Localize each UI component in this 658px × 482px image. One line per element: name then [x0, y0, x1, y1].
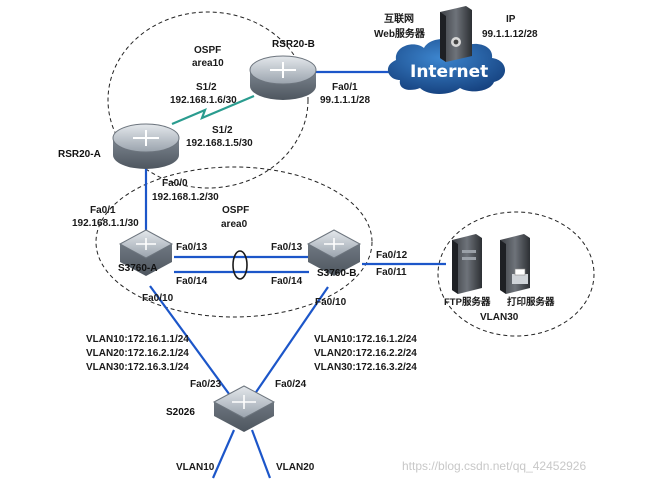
switch-arrows-icon: [232, 395, 256, 409]
label-s3760b-fa011: Fa0/11: [376, 267, 407, 278]
internet-cloud-icon: [387, 39, 506, 94]
label-area10: area10: [192, 58, 224, 69]
label-s3760b-vlan30-ip: VLAN30:172.16.3.2/24: [314, 362, 417, 373]
label-s3760b-fa013: Fa0/13: [271, 242, 303, 253]
label-s2026-fa024: Fa0/24: [275, 379, 307, 390]
vlan30-server-group-boundary: [437, 211, 595, 337]
label-server-ip: 99.1.1.12/28: [482, 29, 538, 40]
label-s3760b-fa012: Fa0/12: [376, 250, 408, 261]
label-s3760b-vlan10-ip: VLAN10:172.16.1.2/24: [314, 334, 417, 345]
label-internet: Internet: [410, 62, 488, 82]
switch-arrows-icon: [136, 238, 156, 250]
label-rsr20a-s12-name: S1/2: [212, 125, 233, 136]
label-area0: area0: [221, 219, 248, 230]
label-s3760a-fa013: Fa0/13: [176, 242, 208, 253]
print-server-icon[interactable]: [500, 234, 530, 294]
router-arrows-icon: [270, 62, 296, 78]
web-server-icon[interactable]: [440, 6, 472, 62]
label-s2026-fa023: Fa0/23: [190, 379, 222, 390]
label-rsr20b-fa01-ip: 99.1.1.1/28: [320, 95, 370, 106]
label-rsr20b-fa01-name: Fa0/1: [332, 82, 358, 93]
switch-s3760b[interactable]: [306, 229, 362, 276]
label-server-ip-title: IP: [506, 14, 516, 25]
label-ftp-server: FTP服务器: [444, 296, 491, 308]
label-s3760a: S3760-A: [118, 263, 157, 274]
label-area0-ospf: OSPF: [222, 205, 249, 216]
watermark: https://blog.csdn.net/qq_42452926: [402, 459, 586, 473]
label-rsr20a-s12-ip: 192.168.1.5/30: [186, 138, 253, 149]
ospf-area0-boundary: [95, 166, 373, 318]
switch-s2026[interactable]: [212, 385, 276, 432]
label-s2026: S2026: [166, 407, 195, 418]
label-s3760a-fa014: Fa0/14: [176, 276, 208, 287]
link-s3760a-s2026: [149, 285, 233, 399]
label-s3760a-fa01-name: Fa0/1: [90, 205, 116, 216]
label-access-vlan10: VLAN10: [176, 462, 215, 473]
label-s3760a-vlan10-ip: VLAN10:172.16.1.1/24: [86, 334, 189, 345]
ospf-area10-boundary: [107, 11, 309, 189]
label-web-server-line1: 互联网: [384, 12, 414, 25]
router-rsr20a[interactable]: [112, 123, 180, 169]
label-s3760b-fa010: Fa0/10: [315, 297, 347, 308]
label-web-server-line2: Web服务器: [374, 27, 426, 40]
label-vlan30-group: VLAN30: [480, 312, 519, 323]
router-rsr20b[interactable]: [249, 55, 317, 100]
label-rsr20b-s12-name: S1/2: [196, 82, 217, 93]
label-s3760b-vlan20-ip: VLAN20:172.16.2.2/24: [314, 348, 417, 359]
switch-s3760a[interactable]: [118, 229, 174, 276]
link-s2026-vlan20: [250, 429, 272, 479]
link-s2026-vlan10: [211, 429, 236, 479]
label-rsr20a-fa00-ip: 192.168.1.2/30: [152, 192, 219, 203]
label-s3760a-vlan20-ip: VLAN20:172.16.2.1/24: [86, 348, 189, 359]
link-aggregation-marker: [232, 250, 248, 280]
label-rsr20b: RSR20-B: [272, 39, 315, 50]
label-access-vlan20: VLAN20: [276, 462, 315, 473]
label-s3760a-fa01-ip: 192.168.1.1/30: [72, 218, 139, 229]
label-rsr20a-fa00-name: Fa0/0: [162, 178, 188, 189]
ftp-server-icon[interactable]: [452, 234, 482, 294]
link-serial-rsr20a-rsr20b: [171, 94, 255, 126]
link-s3760b-s2026: [251, 286, 329, 399]
label-print-server: 打印服务器: [507, 296, 555, 308]
label-s3760a-vlan30-ip: VLAN30:172.16.3.1/24: [86, 362, 189, 373]
router-arrows-icon: [133, 130, 159, 146]
label-rsr20b-s12-ip: 192.168.1.6/30: [170, 95, 237, 106]
label-s3760b: S3760-B: [317, 268, 356, 279]
label-s3760b-fa014: Fa0/14: [271, 276, 303, 287]
label-rsr20a: RSR20-A: [58, 149, 101, 160]
label-area10-ospf: OSPF: [194, 45, 221, 56]
switch-arrows-icon: [324, 238, 344, 250]
label-s3760a-fa010: Fa0/10: [142, 293, 174, 304]
